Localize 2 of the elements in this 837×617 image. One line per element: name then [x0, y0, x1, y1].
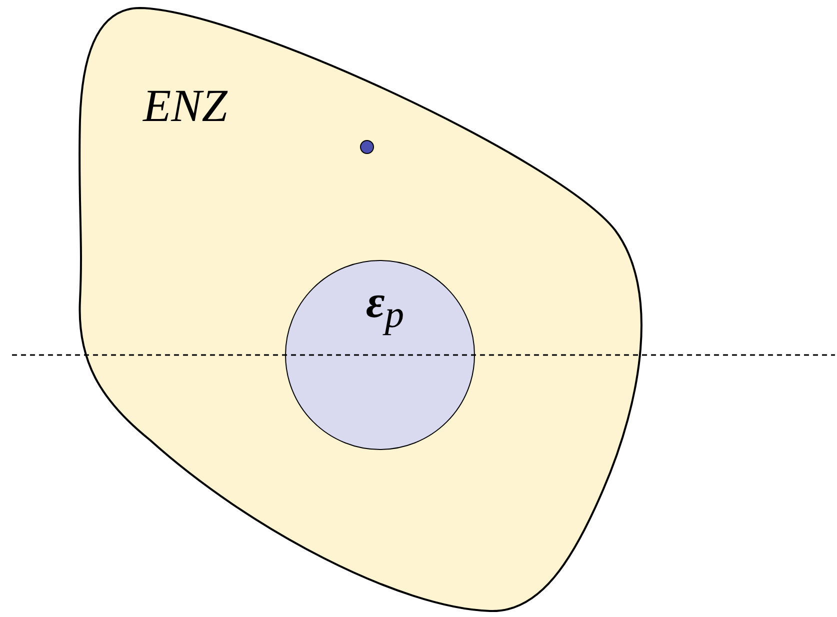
region-label: ENZ — [143, 83, 228, 129]
permittivity-label: ε$_{p}$ — [366, 279, 404, 335]
